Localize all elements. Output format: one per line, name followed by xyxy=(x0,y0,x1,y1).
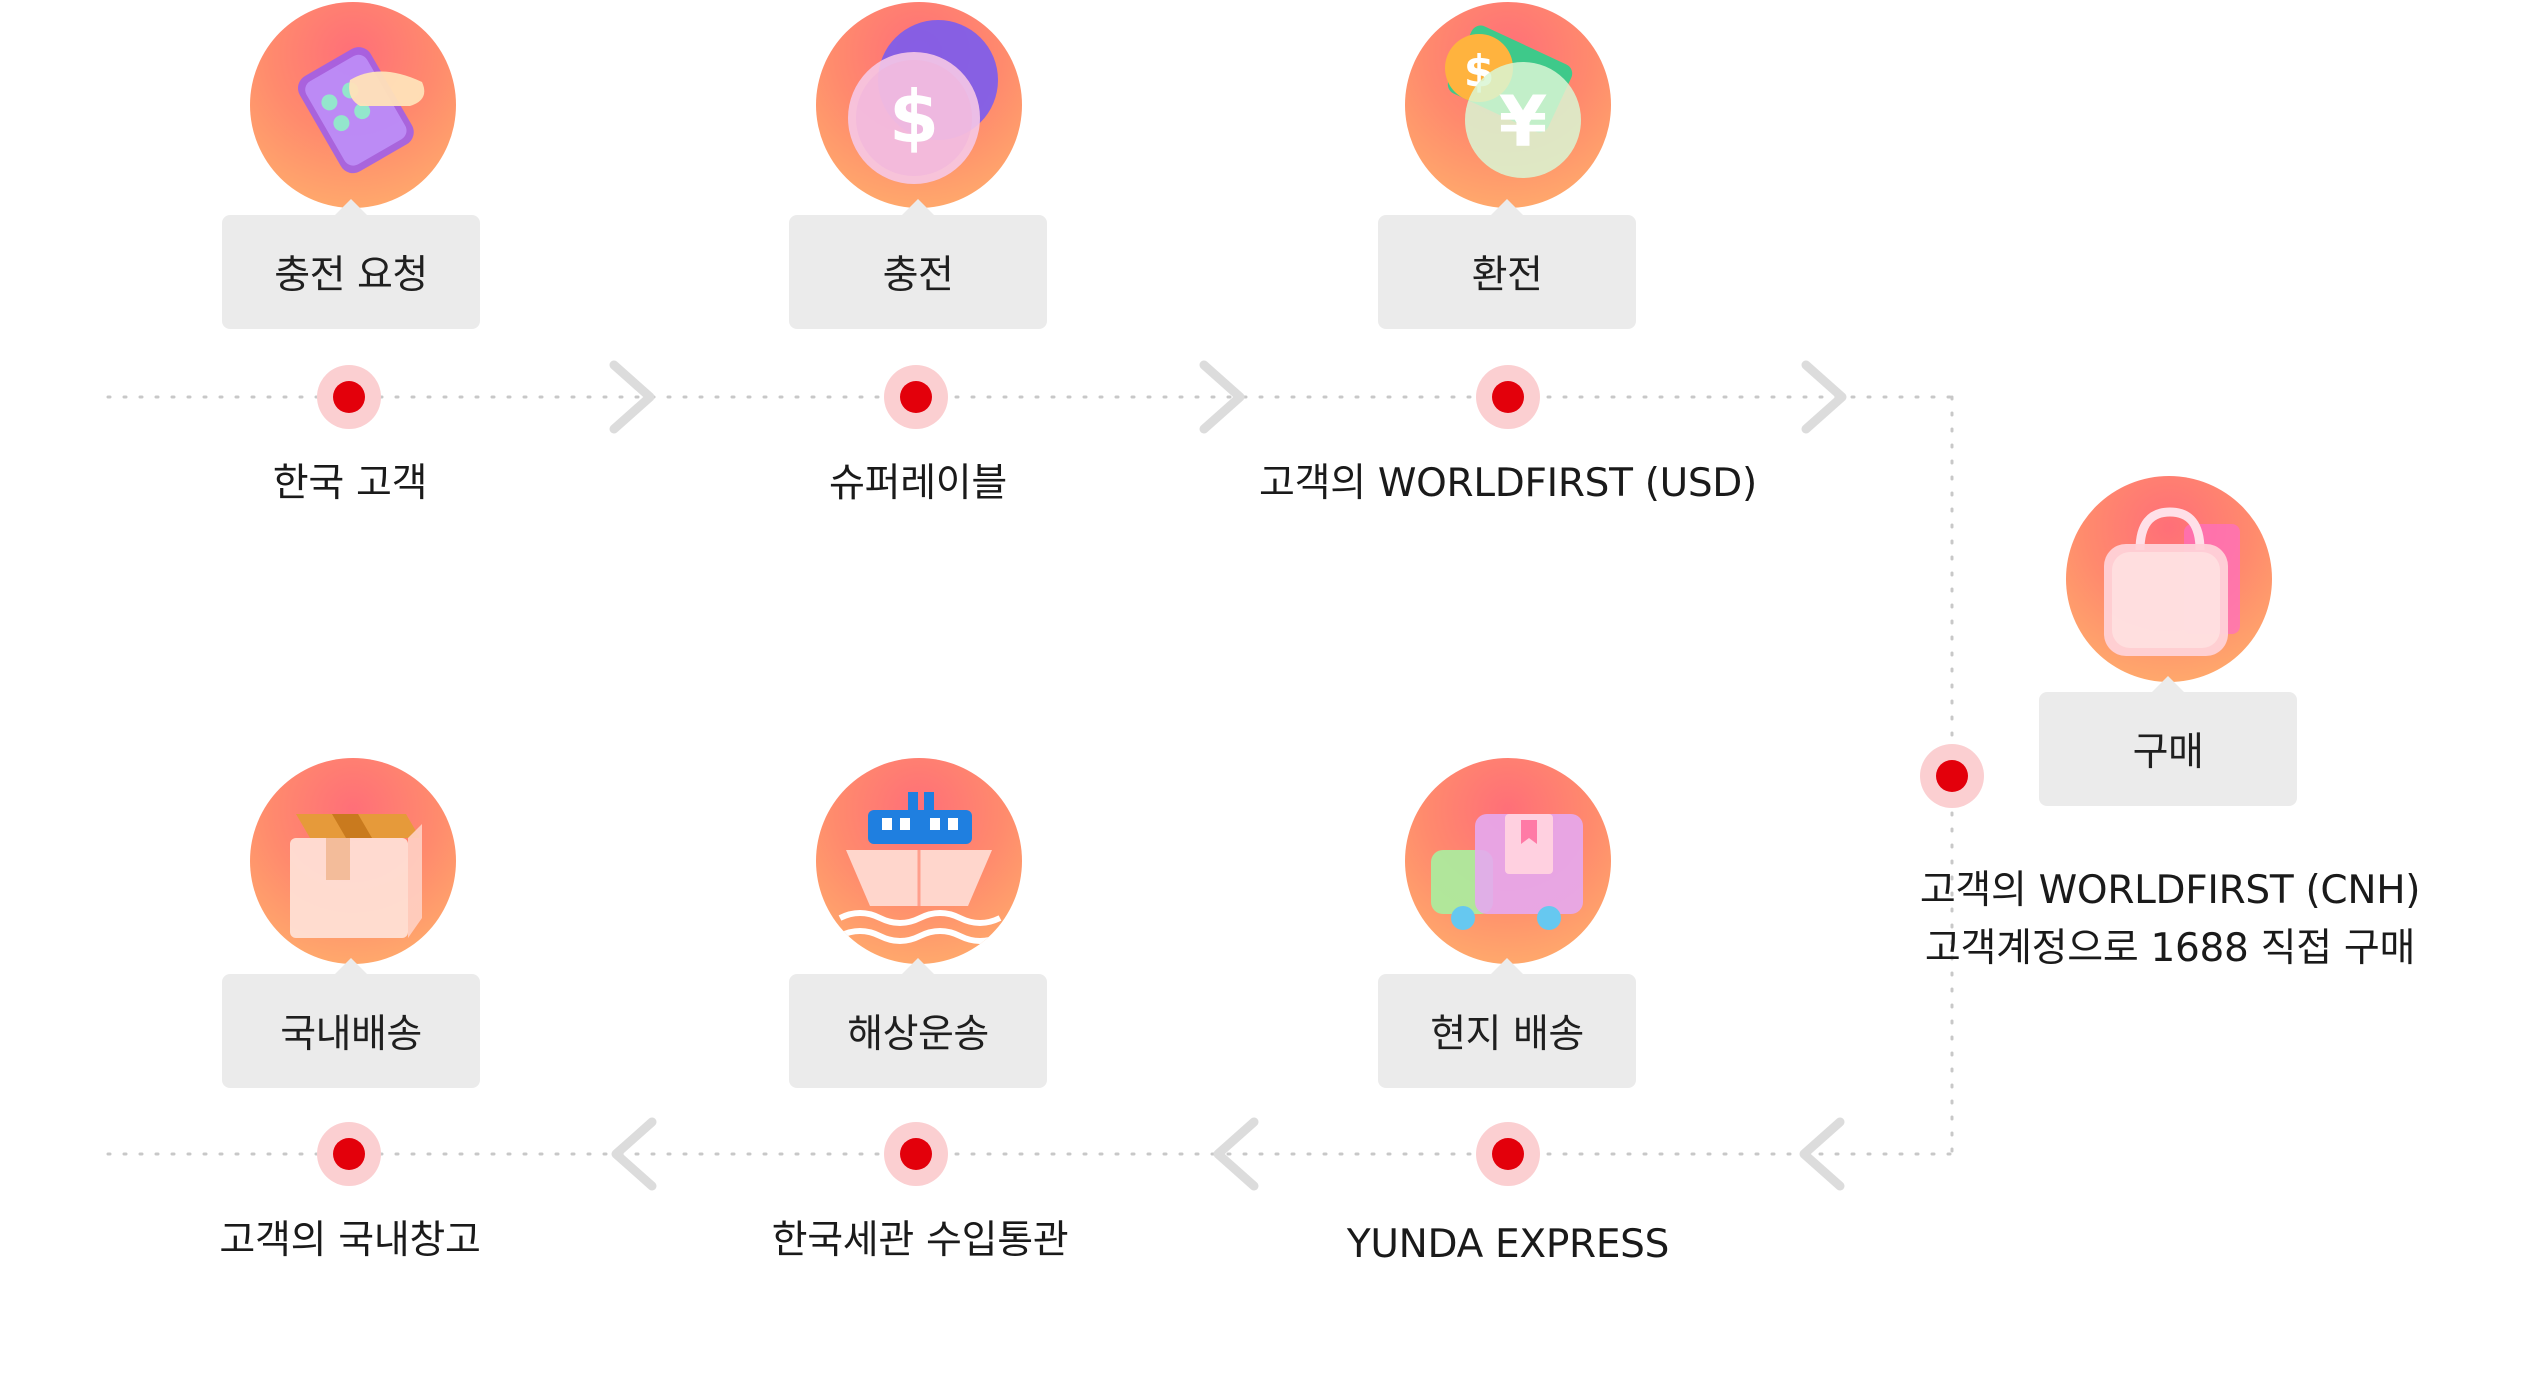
svg-text:$: $ xyxy=(889,75,939,159)
step-label: 국내배송 xyxy=(222,958,480,1088)
svg-text:¥: ¥ xyxy=(1499,81,1548,163)
step-dot xyxy=(317,365,381,429)
step-dot xyxy=(1476,1122,1540,1186)
chevron-left-icon xyxy=(1213,1117,1259,1191)
chevron-right-icon xyxy=(609,360,655,434)
currency-exchange-icon: $ ¥ xyxy=(1405,2,1611,208)
delivery-truck-icon xyxy=(1405,758,1611,964)
step-dot xyxy=(1476,365,1540,429)
step-dot xyxy=(884,365,948,429)
chevron-left-icon xyxy=(611,1117,657,1191)
step-caption-line2: 고객계정으로 1688 직접 구매 xyxy=(1924,926,2416,971)
step-dot xyxy=(1920,744,1984,808)
phone-tap-icon xyxy=(250,2,456,208)
chevron-right-icon xyxy=(1801,360,1847,434)
shopping-bag-icon xyxy=(2066,476,2272,682)
step-caption: 한국 고객 xyxy=(272,461,428,506)
step-caption: 고객의 국내창고 xyxy=(219,1218,481,1263)
chevron-left-icon xyxy=(1799,1117,1845,1191)
chevron-right-icon xyxy=(1199,360,1245,434)
step-label: 구매 xyxy=(2039,676,2297,806)
step-caption: YUNDA EXPRESS xyxy=(1346,1222,1670,1267)
cargo-ship-icon xyxy=(816,758,1022,964)
step-label: 해상운송 xyxy=(789,958,1047,1088)
step-dot xyxy=(317,1122,381,1186)
step-caption: 고객의 WORLDFIRST (USD) xyxy=(1259,461,1757,506)
step-caption: 슈퍼레이블 xyxy=(829,461,1007,506)
step-dot xyxy=(884,1122,948,1186)
step-label: 충전 xyxy=(789,199,1047,329)
step-caption-line1: 고객의 WORLDFIRST (CNH) xyxy=(1919,868,2421,913)
step-caption: 한국세관 수입통관 xyxy=(771,1218,1069,1263)
package-box-icon xyxy=(250,758,456,964)
step-label: 충전 요청 xyxy=(222,199,480,329)
step-label: 현지 배송 xyxy=(1378,958,1636,1088)
dollar-coin-icon: $ xyxy=(816,2,1022,208)
step-label: 환전 xyxy=(1378,199,1636,329)
